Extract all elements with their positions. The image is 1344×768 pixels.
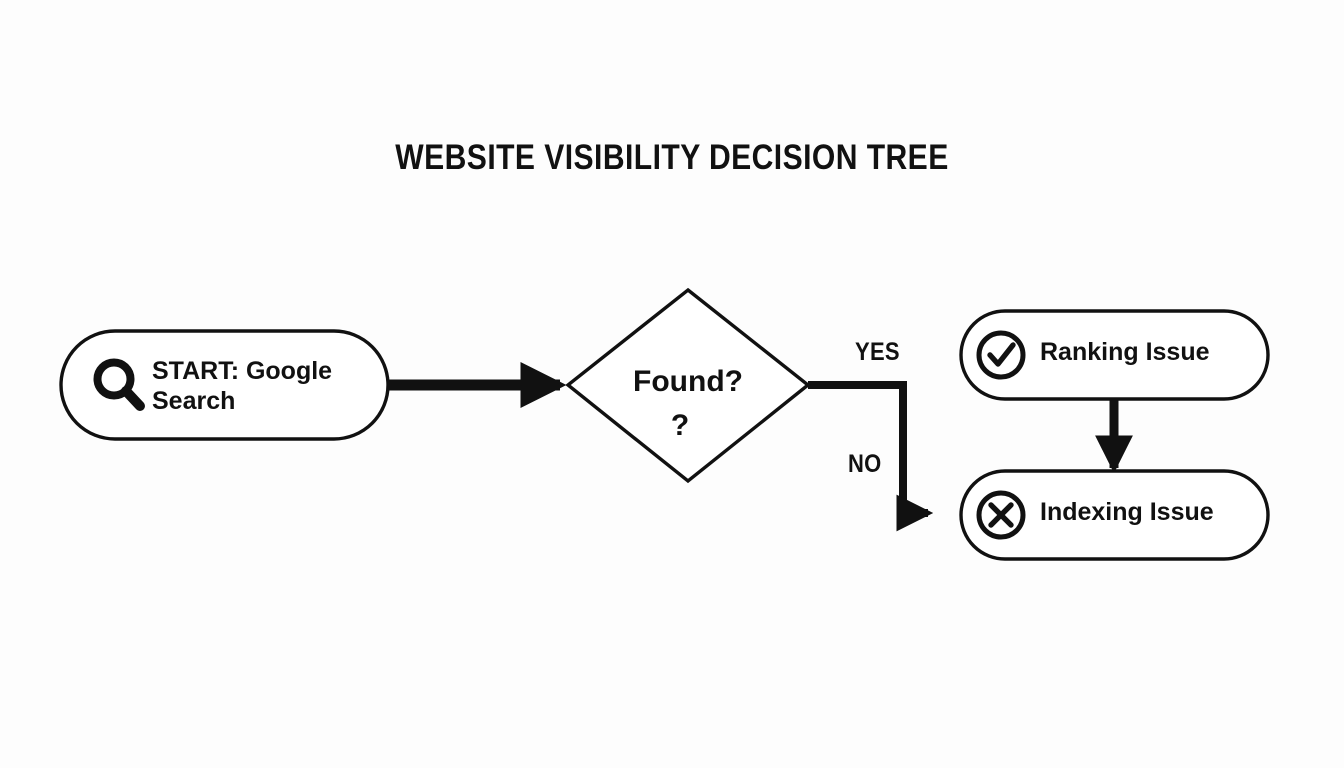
check-circle-icon xyxy=(976,330,1026,380)
edge-decision-no xyxy=(896,470,934,532)
node-start-label: START: Google Search xyxy=(152,357,333,415)
page-title: WEBSITE VISIBILITY DECISION TREE xyxy=(395,138,949,177)
magnifier-icon xyxy=(93,358,145,411)
node-decision-label: Found? xyxy=(633,365,743,398)
x-circle-icon xyxy=(976,490,1026,540)
edge-label-no: NO xyxy=(848,450,882,478)
node-ranking-issue[interactable] xyxy=(959,309,1270,401)
node-start[interactable] xyxy=(59,329,390,441)
node-decision-label-line2: ? xyxy=(670,409,690,442)
node-indexing-issue-label: Indexing Issue xyxy=(1040,498,1214,526)
node-ranking-issue-label: Ranking Issue xyxy=(1040,338,1210,366)
node-decision[interactable] xyxy=(565,287,811,484)
edge-decision-yes xyxy=(808,381,907,470)
edge-label-yes: YES xyxy=(855,338,900,366)
node-indexing-issue[interactable] xyxy=(959,469,1270,561)
